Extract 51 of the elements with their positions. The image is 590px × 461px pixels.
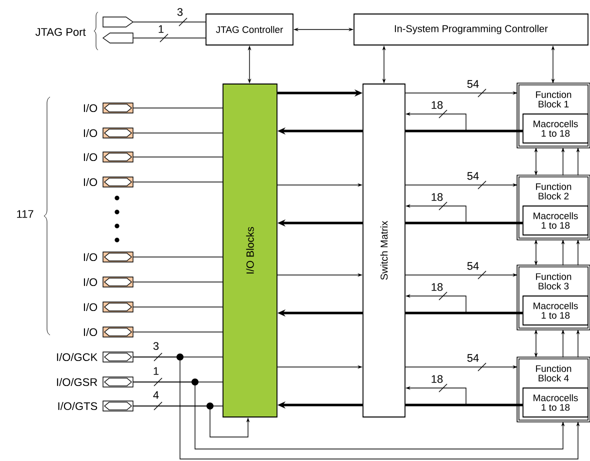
edge-label: 3 bbox=[152, 342, 160, 350]
pin-label: I/O/GSR bbox=[57, 378, 98, 386]
edge-label: 4 bbox=[152, 390, 160, 400]
edge-label: 18 bbox=[430, 374, 444, 384]
pin-symbol bbox=[102, 276, 134, 288]
connector bbox=[132, 156, 223, 158]
edge-label: 54 bbox=[466, 172, 480, 180]
pin-label: I/O bbox=[84, 328, 98, 336]
macrocell-box: Macrocells 1 to 18 bbox=[522, 388, 588, 418]
pin-label: I/O/GCK bbox=[57, 352, 98, 362]
pin-label: I/O bbox=[84, 104, 98, 112]
edge-label: 18 bbox=[430, 100, 444, 110]
pin-symbol bbox=[102, 16, 134, 28]
pin-symbol bbox=[102, 352, 134, 362]
pin-symbol bbox=[102, 400, 134, 412]
controller-box: JTAG Controller bbox=[206, 14, 294, 46]
pin-symbol bbox=[102, 302, 134, 312]
pin-symbol bbox=[102, 376, 134, 388]
pin-symbol bbox=[102, 152, 134, 162]
edge-label: 3 bbox=[176, 8, 184, 16]
edge-label: 1 bbox=[152, 366, 160, 376]
pin-label: I/O bbox=[84, 152, 98, 162]
macrocell-box: Macrocells 1 to 18 bbox=[522, 296, 588, 326]
pin-label: I/O bbox=[84, 178, 98, 186]
switch-matrix-bar: Switch Matrix bbox=[362, 84, 406, 418]
pin-symbol bbox=[102, 32, 134, 44]
edge-label: 1 bbox=[157, 24, 165, 34]
edge-label: 54 bbox=[466, 80, 480, 88]
connector bbox=[132, 256, 223, 258]
pin-label: I/O bbox=[84, 252, 98, 262]
pin-label: I/O bbox=[84, 278, 98, 286]
io-blocks-bar: I/O Blocks bbox=[222, 84, 278, 418]
connector bbox=[132, 132, 223, 134]
edge-label: 54 bbox=[466, 354, 480, 362]
macrocell-box: Macrocells 1 to 18 bbox=[522, 114, 588, 144]
port-label: JTAG Port bbox=[35, 28, 86, 36]
macrocell-box: Macrocells 1 to 18 bbox=[522, 206, 588, 236]
controller-box: In-System Programming Controller bbox=[354, 14, 588, 46]
pin-symbol bbox=[102, 326, 134, 338]
edge-label: 18 bbox=[430, 192, 444, 202]
edge-label: 54 bbox=[466, 262, 480, 270]
port-label: 117 bbox=[17, 210, 34, 218]
pin-symbol bbox=[102, 252, 134, 262]
edge-label: 18 bbox=[430, 282, 444, 292]
pin-label: I/O bbox=[84, 302, 98, 312]
pin-symbol bbox=[102, 102, 134, 114]
connector bbox=[132, 306, 223, 308]
pin-label: I/O/GTS bbox=[58, 402, 98, 410]
pin-symbol bbox=[102, 128, 134, 138]
pin-symbol bbox=[102, 176, 134, 188]
pin-label: I/O bbox=[84, 128, 98, 138]
